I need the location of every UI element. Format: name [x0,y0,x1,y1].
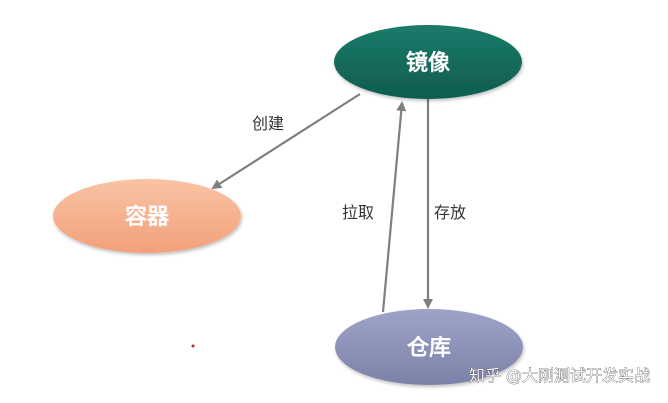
edge-create-arrow [211,93,361,190]
node-container-label: 容器 [125,204,170,230]
node-container-shape [53,179,241,253]
node-image-label: 镜像 [406,50,451,76]
stray-dot [191,344,195,348]
edge-create-label: 创建 [252,114,284,133]
edge-store-label: 存放 [434,203,466,222]
node-image: 镜像 [334,25,522,99]
edge-pull: 拉取 [342,101,407,313]
edge-pull-arrow [381,101,407,313]
node-registry: 仓库 [335,309,523,385]
node-registry-label: 仓库 [406,335,451,361]
node-image-shape [334,25,522,99]
edge-pull-label: 拉取 [342,203,374,222]
node-registry-shape [335,309,523,385]
node-container: 容器 [53,179,241,253]
edge-create: 创建 [211,93,361,190]
watermark-text: 知乎 @大刚测试开发实战 [469,366,650,385]
edge-store: 存放 [423,99,466,309]
